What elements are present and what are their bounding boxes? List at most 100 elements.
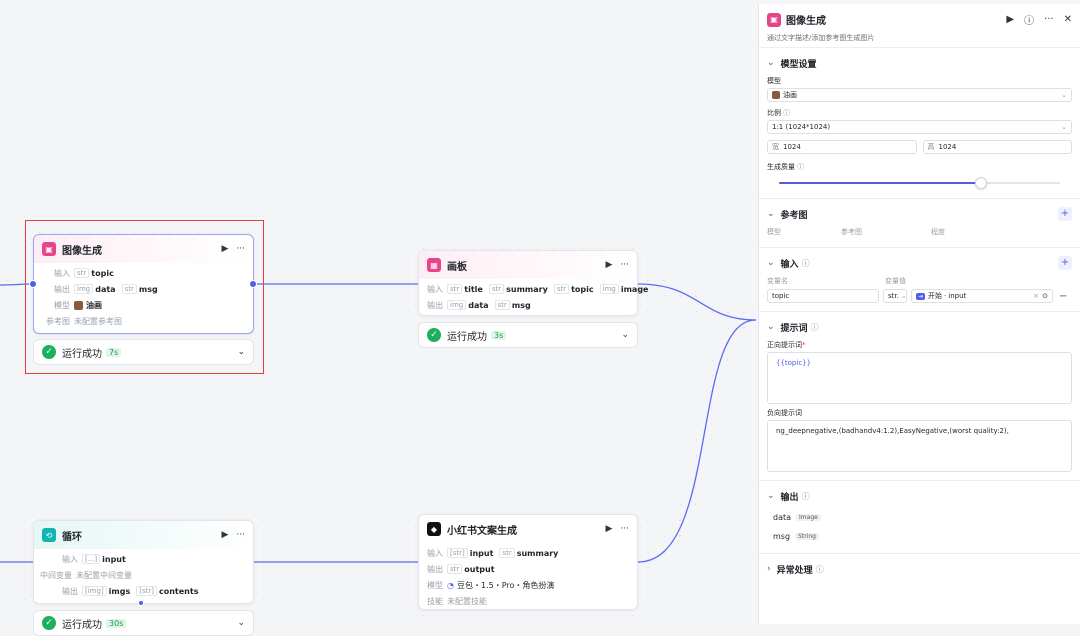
quality-slider[interactable] [779, 176, 1060, 190]
run-icon[interactable]: ▶ [221, 530, 229, 540]
chevron-down-icon[interactable]: ⌄ [767, 258, 775, 268]
avatar [74, 300, 83, 310]
input-label: 输入 [427, 548, 443, 558]
success-icon: ✓ [427, 328, 441, 342]
chevron-down-icon: ⌄ [1061, 123, 1067, 131]
chevron-down-icon[interactable]: ⌄ [237, 347, 245, 357]
run-icon[interactable]: ▶ [1006, 14, 1015, 25]
loop-body-port[interactable] [138, 600, 144, 606]
chevron-down-icon[interactable]: ⌄ [237, 618, 245, 628]
run-icon[interactable]: ▶ [605, 260, 613, 270]
output-port[interactable] [249, 280, 257, 288]
chevron-down-icon[interactable]: ⌄ [767, 491, 775, 501]
panel-description: 通过文字描述/添加参考图生成图片 [767, 34, 875, 42]
status-time: 30s [106, 618, 127, 628]
clear-icon[interactable]: × [1033, 292, 1040, 300]
chevron-right-icon[interactable]: › [767, 564, 771, 574]
model-value: ◔豆包・1.5・Pro・角色扮演 [447, 580, 555, 590]
panel-title: 图像生成 [786, 16, 826, 27]
more-icon[interactable]: ··· [620, 524, 629, 534]
more-icon[interactable]: ··· [620, 260, 629, 270]
model-value: 油画 [74, 300, 102, 311]
var-value-ref[interactable]: ⇥ 开始·input × ⊙ [911, 289, 1053, 303]
output-label: 输出 [427, 300, 443, 310]
ratio-label: 比例 ⓘ [767, 109, 791, 117]
close-icon[interactable]: ✕ [1063, 14, 1072, 25]
negative-prompt-textarea[interactable]: ng_deepnegative,(badhandv4:1.2),EasyNega… [767, 420, 1072, 472]
output-label: 输出 [54, 284, 70, 294]
mid-var-label: 中间变量 [40, 570, 72, 580]
info-icon: ⓘ [797, 163, 805, 171]
slider-handle[interactable] [975, 177, 988, 189]
positive-prompt-textarea[interactable]: {{topic}} [767, 352, 1072, 404]
status-bar[interactable]: ✓ 运行成功 30s ⌄ [33, 610, 254, 636]
info-icon: ⓘ [810, 322, 819, 332]
image-icon: ▣ [42, 242, 56, 256]
remove-input-button[interactable]: − [1059, 290, 1068, 302]
output-chip: [img]imgs [82, 586, 130, 596]
chevron-down-icon[interactable]: ⌄ [767, 58, 775, 68]
ref-value: 未配置参考图 [74, 316, 122, 326]
node-title: 画板 [447, 261, 467, 273]
panel-header: ▣ 图像生成 ▶ ⓘ ··· ✕ 通过文字描述/添加参考图生成图片 [759, 4, 1080, 48]
more-icon[interactable]: ··· [236, 244, 245, 254]
skill-label: 技能 [427, 596, 443, 606]
ratio-select[interactable]: 1:1 (1024*1024)⌄ [767, 120, 1072, 134]
success-icon: ✓ [42, 345, 56, 359]
doubao-icon: ◔ [447, 580, 454, 590]
section-title: 提示词 [780, 323, 808, 334]
status-time: 3s [491, 330, 507, 340]
loop-icon: ⟲ [42, 528, 56, 542]
input-label: 输入 [427, 284, 443, 294]
more-icon[interactable]: ··· [1044, 14, 1054, 25]
chevron-down-icon[interactable]: ⌄ [767, 322, 775, 332]
input-label: 输入 [62, 554, 78, 564]
output-label: 输出 [62, 586, 78, 596]
negative-prompt-label: 负向提示词 [767, 409, 802, 417]
chevron-down-icon[interactable]: ⌄ [621, 330, 629, 340]
var-name-input[interactable]: topic [767, 289, 879, 303]
llm-icon: ◆ [427, 522, 441, 536]
model-select[interactable]: 油画⌄ [767, 88, 1072, 102]
run-icon[interactable]: ▶ [221, 244, 229, 254]
board-icon: ▦ [427, 258, 441, 272]
positive-prompt-label: 正向提示词* [767, 341, 806, 349]
help-icon[interactable]: ⓘ [1024, 16, 1035, 27]
run-icon[interactable]: ▶ [605, 524, 613, 534]
more-icon[interactable]: ··· [236, 530, 245, 540]
status-bar[interactable]: ✓ 运行成功 3s ⌄ [418, 322, 638, 348]
node-title: 小红书文案生成 [447, 525, 517, 537]
model-label: 模型 [427, 580, 443, 590]
status-bar[interactable]: ✓ 运行成功 7s ⌄ [33, 339, 254, 365]
node-config-panel[interactable]: ▣ 图像生成 ▶ ⓘ ··· ✕ 通过文字描述/添加参考图生成图片 ⌄模型设置 … [758, 4, 1080, 624]
add-reference-button[interactable]: + [1058, 207, 1072, 221]
edge-board-to-panel [637, 283, 757, 321]
input-port[interactable] [29, 280, 37, 288]
input-label: 输入 [54, 268, 70, 278]
input-columns: 变量名 变量值 [767, 277, 906, 285]
chevron-down-icon[interactable]: ⌄ [767, 209, 775, 219]
start-node-icon: ⇥ [916, 292, 926, 300]
success-icon: ✓ [42, 616, 56, 630]
section-title: 输入 [780, 259, 799, 270]
node-loop[interactable]: ⟲ 循环 ▶ ··· 输入 [...]input 中间变量 未配置中间变量 输出… [33, 520, 254, 604]
add-input-button[interactable]: + [1058, 256, 1072, 270]
target-icon[interactable]: ⊙ [1042, 292, 1048, 300]
image-icon: ▣ [767, 12, 781, 27]
info-icon: ⓘ [801, 258, 810, 268]
var-type-select[interactable]: str.⌄ [883, 289, 907, 303]
